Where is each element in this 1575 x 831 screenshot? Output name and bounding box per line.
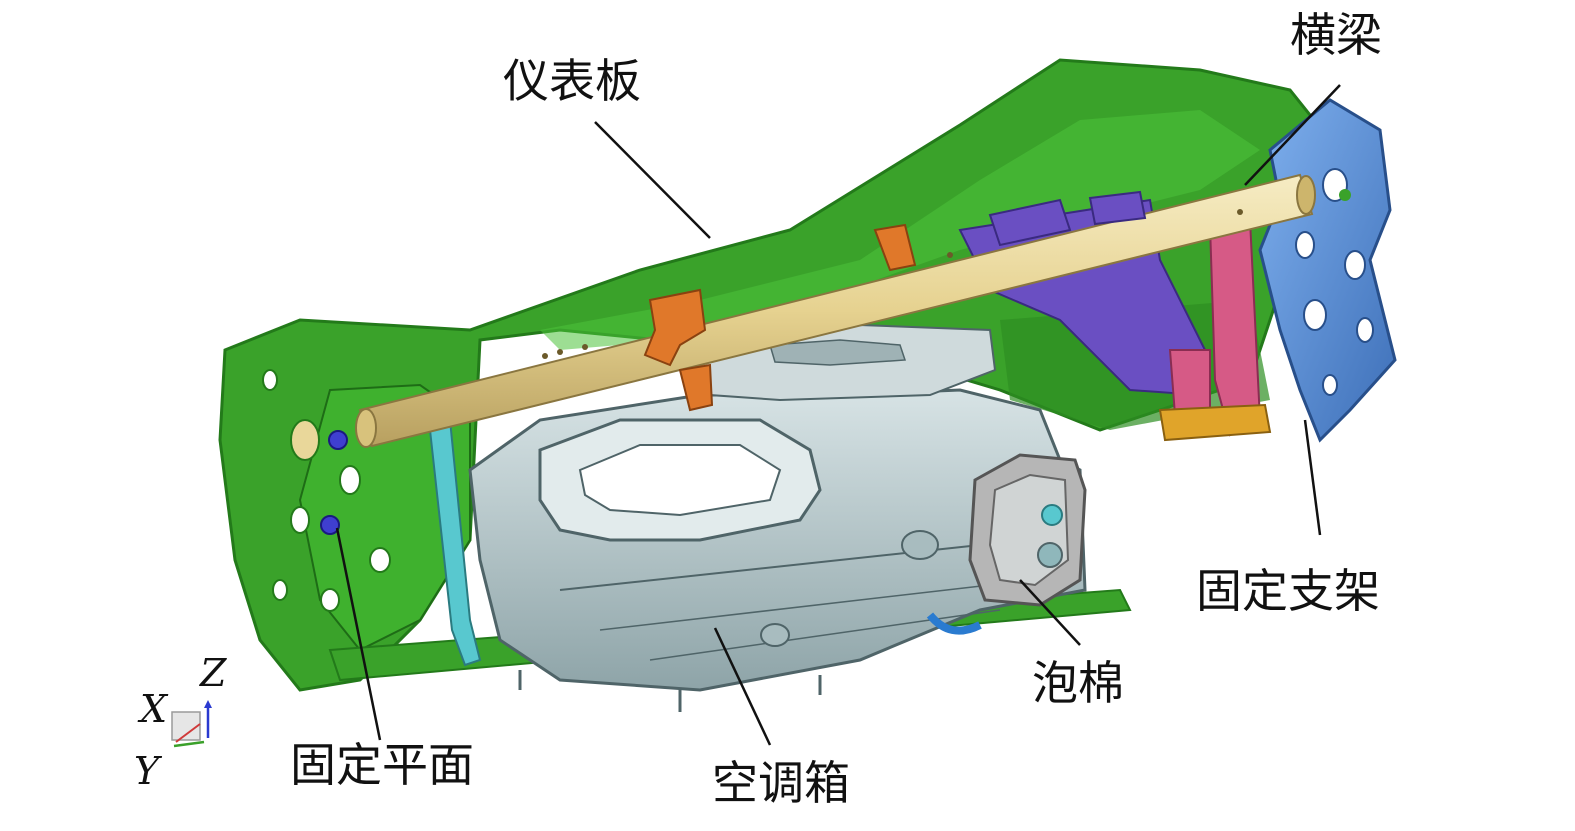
label-crossbeam: 横梁 — [1290, 8, 1382, 62]
x-axis-arrow — [175, 723, 201, 743]
mounting-point — [328, 430, 348, 450]
label-hvac-box: 空调箱 — [712, 756, 850, 810]
orange-clips — [643, 190, 1147, 412]
foam-block — [968, 453, 1087, 607]
axis-label-x: X — [140, 687, 168, 731]
label-foam: 泡棉 — [1032, 656, 1124, 710]
mounting-point — [320, 515, 340, 535]
crossbeam-tube — [355, 173, 1316, 448]
leader-line-bracket — [1303, 419, 1322, 536]
coordinate-triad — [171, 700, 212, 748]
leader-line-foam — [1019, 579, 1081, 646]
blue-mounting-bracket — [1258, 98, 1397, 443]
leader-line-dashboard — [594, 121, 711, 239]
leader-lines — [335, 84, 1341, 746]
axis-label-z: Z — [200, 651, 227, 695]
leader-line-plane — [335, 527, 382, 741]
leader-line-hvac — [713, 627, 772, 746]
y-axis-arrow — [173, 740, 205, 748]
label-dashboard: 仪表板 — [503, 54, 641, 108]
label-mounting-bracket: 固定支架 — [1196, 564, 1380, 618]
label-mounting-plane: 固定平面 — [290, 738, 474, 792]
leader-line-crossbeam — [1244, 84, 1341, 186]
axis-label-y: Y — [134, 749, 160, 793]
